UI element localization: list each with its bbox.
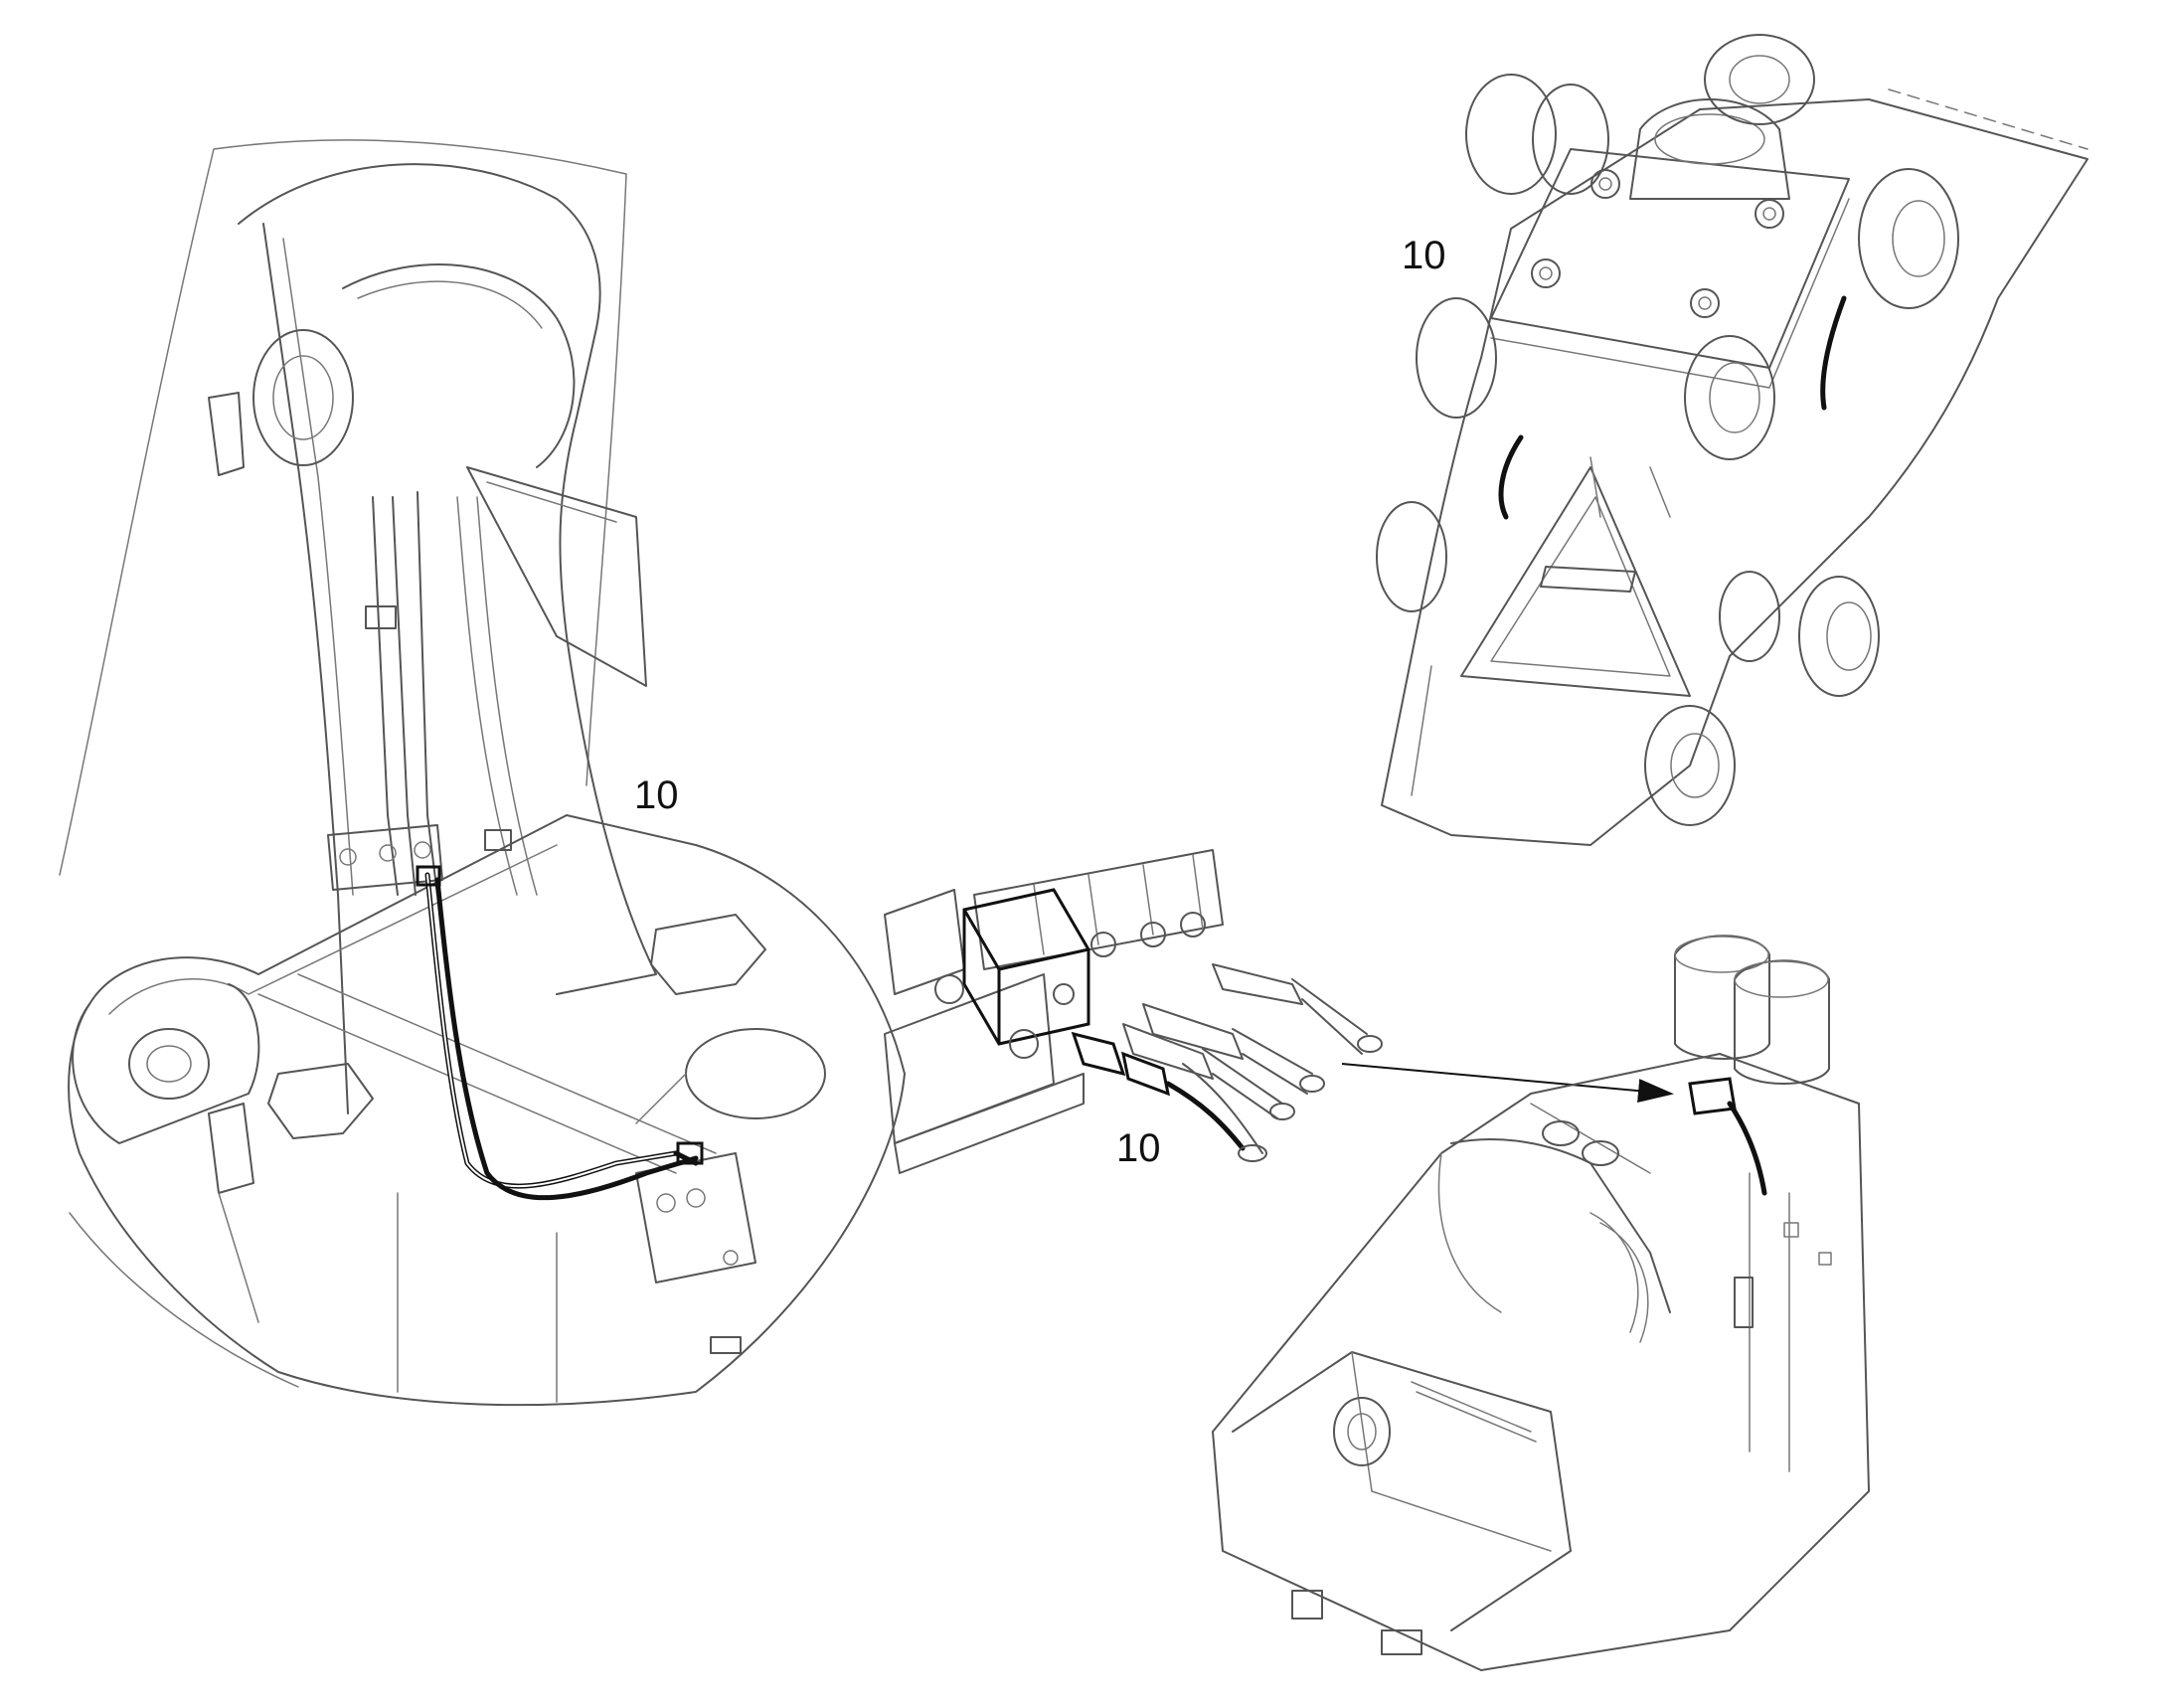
callout-left: 10 <box>634 773 679 817</box>
bottom-right-tank-assembly <box>1212 935 1870 1671</box>
top-right-linkage-assembly <box>1376 34 2089 846</box>
pointer-arrow <box>1341 1063 1674 1104</box>
left-boom-assembly <box>59 139 906 1407</box>
callout-top-right: 10 <box>1402 234 1446 277</box>
center-distributor-block <box>884 849 1383 1174</box>
callout-center: 10 <box>1116 1126 1161 1170</box>
left-lube-hoses <box>416 865 704 1201</box>
